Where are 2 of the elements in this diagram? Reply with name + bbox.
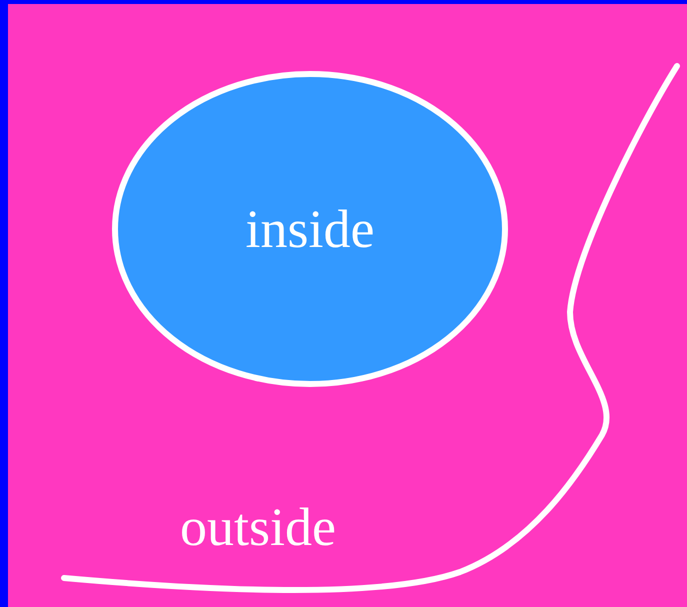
region-label: outside: [180, 500, 336, 554]
ellipse-label: inside: [246, 202, 374, 256]
